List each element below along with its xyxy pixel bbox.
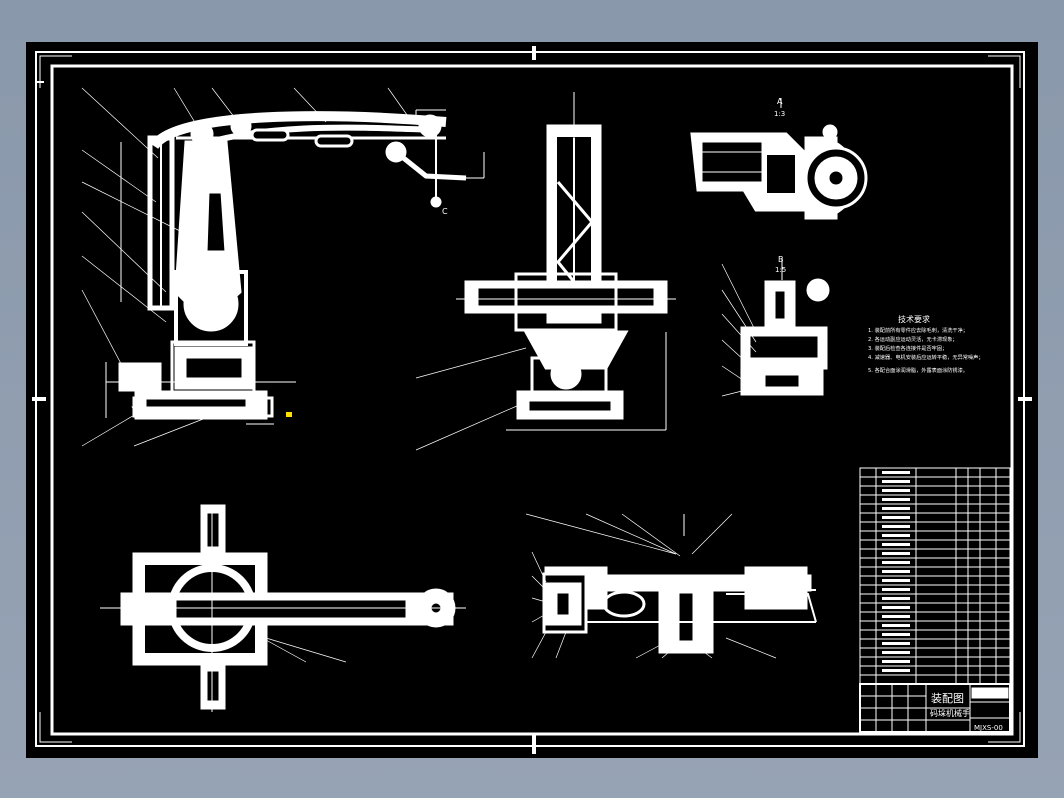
table-row-fill	[882, 642, 910, 645]
c-mark: C	[442, 207, 448, 216]
drawing-number: MJXS-00	[974, 724, 1003, 732]
tech-req-line: 5. 各配合面涂润滑脂，外露表面涂防锈漆。	[868, 366, 968, 374]
table-row-fill	[882, 561, 910, 564]
section-a-label: A	[777, 97, 783, 106]
table-row-fill	[882, 498, 910, 501]
tech-req-heading: 技术要求	[898, 314, 930, 324]
table-row-fill	[882, 534, 910, 537]
table-row-fill	[882, 579, 910, 582]
detail-c-view	[525, 513, 817, 659]
table-row-fill	[882, 615, 910, 618]
table-row-fill	[882, 552, 910, 555]
tech-req-line: 4. 减速器、电机安装后应运转平稳，无异常噪声；	[868, 353, 984, 361]
drawing-subtitle: 码垛机械手	[930, 708, 970, 718]
section-b-view	[721, 258, 830, 397]
table-row-fill	[882, 597, 910, 600]
front-view-leaders	[81, 87, 413, 447]
table-row-fill	[882, 543, 910, 546]
sheet-border	[32, 46, 1032, 754]
table-row-fill	[882, 606, 910, 609]
table-row-fill	[882, 471, 910, 474]
drawing-sheet: 装配图 码垛机械手 MJXS-00 技术要求 1. 装配前所有零件应去除毛刺，清…	[26, 42, 1038, 758]
title-block	[859, 683, 1011, 733]
table-row-fill	[882, 660, 910, 663]
parts-list	[859, 467, 1011, 685]
table-row-fill	[882, 588, 910, 591]
table-row-fill	[882, 624, 910, 627]
table-row-fill	[882, 633, 910, 636]
top-view	[100, 504, 466, 712]
section-a-scale: 1:3	[774, 110, 785, 118]
table-row-fill	[882, 570, 910, 573]
table-row-fill	[882, 480, 910, 483]
section-b-label: B	[778, 255, 784, 264]
tech-req-line: 2. 各运动副应运动灵活，无卡滞现象；	[868, 335, 958, 343]
front-view	[105, 109, 485, 425]
table-row-fill	[882, 516, 910, 519]
table-row-fill	[882, 525, 910, 528]
tech-req-line: 1. 装配前所有零件应去除毛刺，清洗干净；	[868, 326, 968, 334]
accent-mark	[286, 412, 292, 417]
table-row-fill	[882, 507, 910, 510]
section-a-view	[690, 98, 868, 220]
tech-req-line: 3. 装配后检查各连接件是否牢固；	[868, 344, 947, 352]
cad-drawing: 装配图 码垛机械手 MJXS-00 技术要求 1. 装配前所有零件应去除毛刺，清…	[32, 46, 1032, 754]
section-b-scale: 1:5	[775, 266, 786, 274]
table-row-fill	[882, 489, 910, 492]
side-view	[415, 92, 676, 451]
table-row-fill	[882, 669, 910, 672]
drawing-title: 装配图	[931, 692, 964, 705]
table-row-fill	[882, 651, 910, 654]
